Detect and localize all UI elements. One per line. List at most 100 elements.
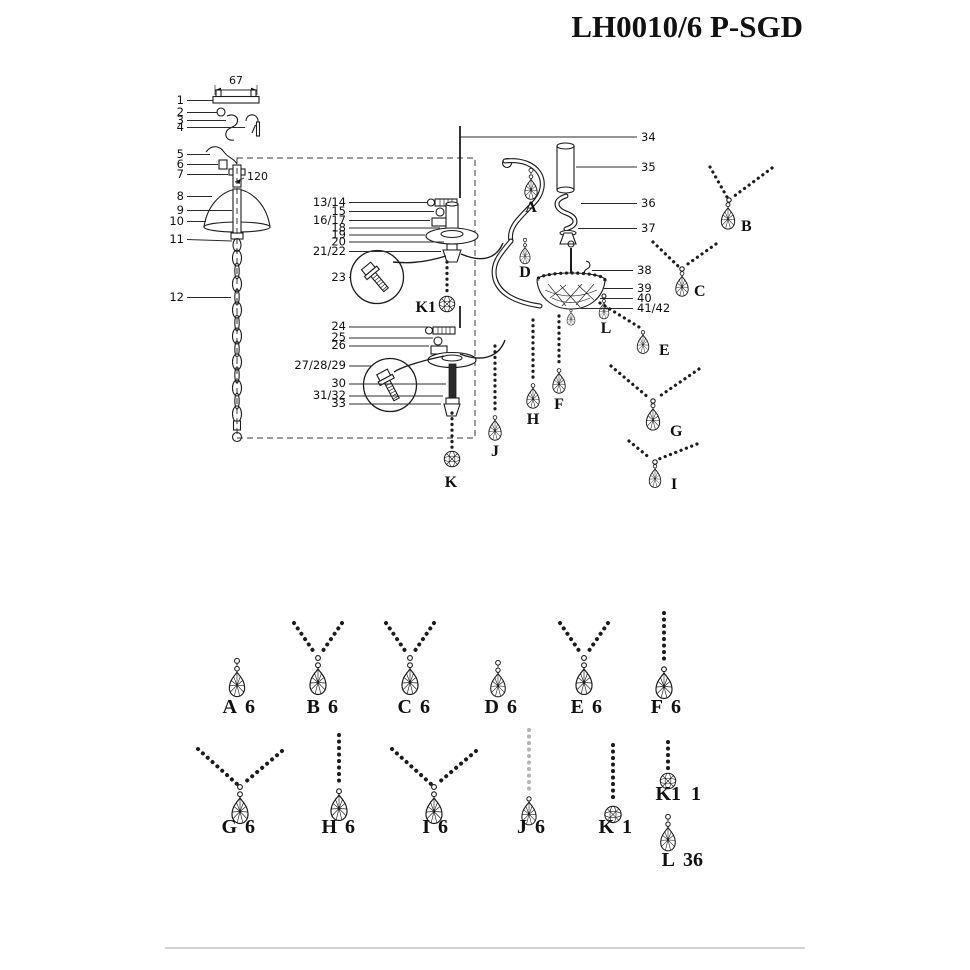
legend-qty-f: 6 — [671, 696, 681, 718]
callouts-lower-arm: 24 25 26 27/28/29 30 31/32 33 — [294, 319, 446, 410]
legend-qty-e: 6 — [592, 696, 602, 718]
legend-crystal-d — [491, 660, 506, 696]
callout-5: 5 — [177, 147, 184, 161]
legend-qty-c: 6 — [420, 696, 430, 718]
callout-4: 4 — [177, 120, 184, 134]
crystal-drop-e — [636, 330, 650, 355]
crystal-label-f: F — [554, 396, 564, 413]
legend-qty-a: 6 — [245, 696, 255, 718]
legend-crystal-a — [229, 658, 244, 696]
canopy-stem — [232, 164, 242, 188]
legend-label-d: D — [485, 696, 499, 718]
legend-crystal-l — [661, 814, 676, 850]
legend-qty-k1: 1 — [691, 783, 701, 805]
crystal-strands-diagram: B C E L F H — [488, 165, 774, 493]
dimension-canopy-width: 120 — [247, 170, 268, 183]
callout-10: 10 — [169, 214, 184, 228]
wire — [205, 146, 238, 165]
callout-41-42: 41/42 — [637, 301, 670, 315]
legend-crystal-i — [392, 749, 476, 824]
legend-qty-g: 6 — [245, 816, 255, 838]
bowl-finial — [566, 309, 576, 326]
crystal-drop-j — [488, 415, 502, 441]
callout-38: 38 — [637, 263, 652, 277]
callout-37: 37 — [641, 221, 656, 235]
callout-16-17: 16/17 — [313, 213, 346, 227]
chain-group — [231, 249, 243, 443]
crystal-drop-d — [520, 238, 530, 264]
center-column-group: 34 A D 35 36 37 38 39 — [460, 130, 670, 326]
bolt-detail-lower — [374, 367, 405, 404]
legend-qty-h: 6 — [345, 816, 355, 838]
callout-24: 24 — [331, 319, 346, 333]
callout-1: 1 — [177, 93, 184, 107]
crystal-swag-c: C — [651, 240, 718, 300]
callout-8: 8 — [177, 189, 184, 203]
bolt-detail-upper — [359, 260, 393, 296]
upper-arm-assembly: 13/14 15 16/17 18 19 20 21/22 23 K1 — [313, 126, 504, 316]
legend-crystal-k — [605, 745, 621, 823]
callout-11: 11 — [169, 232, 184, 246]
candle-stem-lower — [448, 363, 457, 399]
callout-7: 7 — [177, 167, 184, 181]
magnifier-circle-upper — [349, 249, 405, 305]
legend-label-j: J — [517, 816, 527, 838]
scroll-arm-lower — [491, 238, 543, 309]
legend-label-f: F — [651, 696, 663, 718]
crystal-ball-k — [443, 450, 461, 468]
crystal-label-c: C — [694, 283, 706, 300]
callout-27-28-29: 27/28/29 — [294, 358, 346, 372]
crystal-bowl — [536, 280, 606, 310]
callout-33: 33 — [331, 396, 346, 410]
legend-label-b: B — [307, 696, 320, 718]
crystal-ball-k1 — [438, 295, 456, 313]
callout-6: 6 — [177, 157, 184, 171]
crystal-label-h: H — [527, 411, 540, 428]
legend-crystal-f — [656, 613, 672, 699]
legend-label-l: L — [662, 849, 675, 871]
crystal-label-l: L — [601, 320, 612, 337]
mounting-bar — [212, 95, 260, 104]
callout-19: 19 — [331, 228, 346, 242]
legend-crystal-g — [198, 749, 282, 824]
parts-legend: A 6 B 6 C 6 D 6 E 6 F 6 G 6 H 6 I 6 J 6 … — [198, 613, 703, 871]
callout-15: 15 — [331, 204, 346, 218]
ceiling-mount-group: 67 120 — [169, 74, 271, 304]
mount-ring — [216, 107, 226, 117]
callout-30: 30 — [331, 376, 346, 390]
page-title: LH0010/6 P-SGD — [571, 9, 803, 44]
callout-39: 39 — [637, 281, 652, 295]
legend-label-k1: K1 — [655, 783, 681, 805]
crystal-label-d: D — [519, 264, 531, 281]
callout-23: 23 — [331, 270, 346, 284]
crystal-drop-f — [552, 368, 566, 394]
callouts-left: 1 2 3 4 5 6 7 8 9 10 11 12 — [169, 93, 245, 304]
legend-label-a: A — [223, 696, 238, 718]
lower-arm-assembly: 24 25 26 27/28/29 30 31/32 33 K — [294, 306, 506, 491]
crystal-strand-h: H — [526, 318, 540, 428]
crystal-drop-i — [648, 464, 662, 489]
legend-qty-j: 6 — [535, 816, 545, 838]
arm-pin-lower — [432, 326, 456, 335]
callout-18: 18 — [331, 221, 346, 235]
crystal-strand-f: F — [552, 314, 566, 413]
callout-40: 40 — [637, 291, 652, 305]
crystal-drop-g — [645, 403, 661, 431]
callout-20: 20 — [331, 235, 346, 249]
callout-13-14: 13/14 — [313, 195, 346, 209]
candle-tube-upper — [445, 203, 459, 231]
legend-label-c: C — [398, 696, 412, 718]
legend-qty-d: 6 — [507, 696, 517, 718]
legend-label-e: E — [571, 696, 584, 718]
callout-26: 26 — [331, 338, 346, 352]
legend-crystal-h — [331, 735, 347, 821]
callout-34: 34 — [641, 130, 656, 144]
crystal-swag-g: G — [609, 364, 701, 440]
callout-21-22: 21/22 — [313, 244, 346, 258]
dashed-detail-box — [236, 157, 476, 439]
crystal-label-b: B — [741, 218, 752, 235]
callout-36: 36 — [641, 196, 656, 210]
crystal-swag-b: B — [708, 165, 774, 235]
